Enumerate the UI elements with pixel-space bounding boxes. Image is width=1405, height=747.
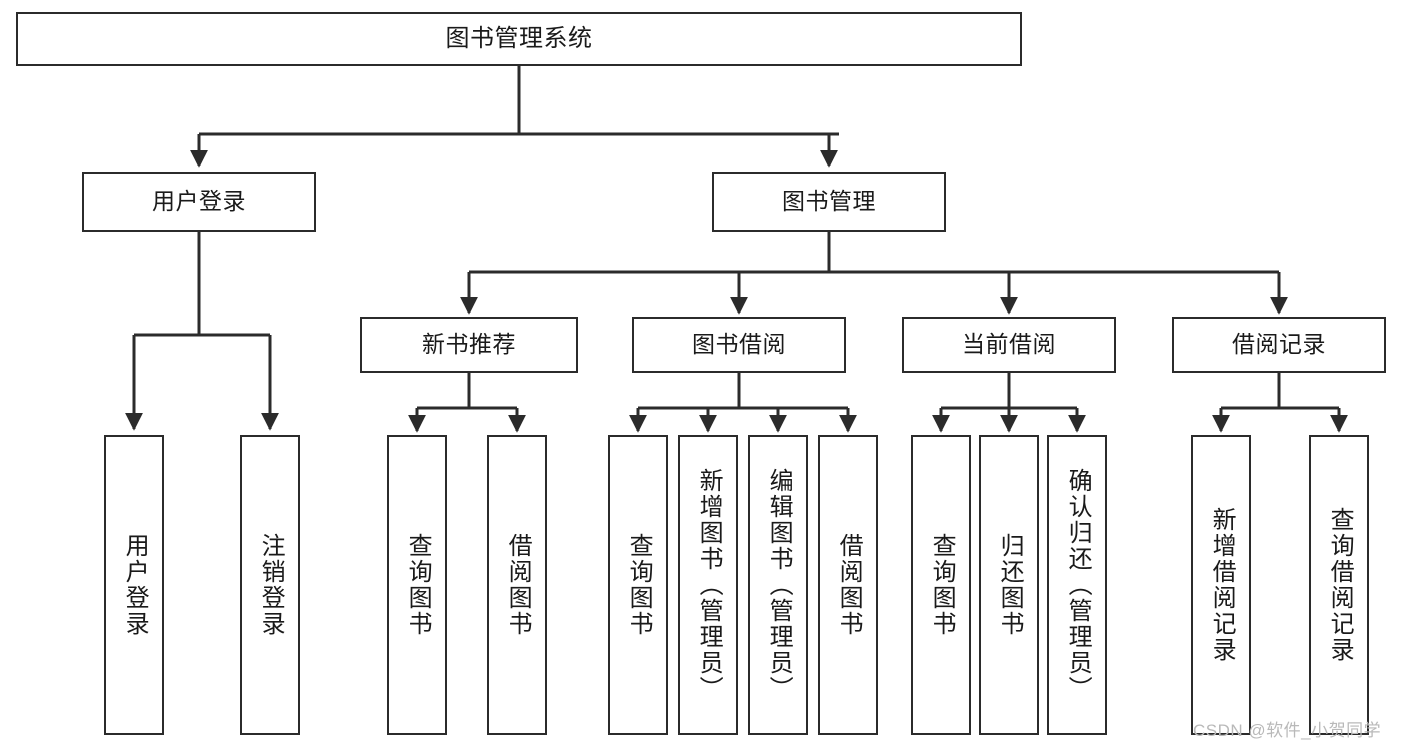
leaf-user-login-sign-in[interactable]: 用户登录 xyxy=(104,435,164,735)
leaf-borrow-records-add-record[interactable]: 新增借阅记录 xyxy=(1191,435,1251,735)
node-label: 查询图书 xyxy=(928,533,956,637)
node-label: 图书借阅 xyxy=(692,331,786,358)
node-user-login[interactable]: 用户登录 xyxy=(82,172,316,232)
node-label: 借阅图书 xyxy=(835,533,863,637)
leaf-current-borrow-return-book[interactable]: 归还图书 xyxy=(979,435,1039,735)
node-label: 借阅图书 xyxy=(504,533,532,637)
leaf-book-borrow-query-book[interactable]: 查询图书 xyxy=(608,435,668,735)
node-label: 编辑图书（管理员） xyxy=(765,468,793,702)
node-label: 新书推荐 xyxy=(422,331,516,358)
leaf-current-borrow-confirm-return-admin[interactable]: 确认归还（管理员） xyxy=(1047,435,1107,735)
leaf-borrow-records-query-record[interactable]: 查询借阅记录 xyxy=(1309,435,1369,735)
node-label: 查询图书 xyxy=(404,533,432,637)
node-label: 图书管理 xyxy=(782,188,876,215)
node-book-management[interactable]: 图书管理 xyxy=(712,172,946,232)
node-label: 查询图书 xyxy=(625,533,653,637)
node-label: 新增借阅记录 xyxy=(1208,507,1236,663)
node-borrowing-records[interactable]: 借阅记录 xyxy=(1172,317,1386,373)
node-label: 确认归还（管理员） xyxy=(1064,468,1092,702)
node-label: 图书管理系统 xyxy=(445,24,593,52)
node-root-book-management-system[interactable]: 图书管理系统 xyxy=(16,12,1022,66)
node-book-borrowing[interactable]: 图书借阅 xyxy=(632,317,846,373)
csdn-watermark: CSDN @软件_小贺同学 xyxy=(1193,721,1382,740)
node-label: 查询借阅记录 xyxy=(1326,507,1354,663)
node-label: 当前借阅 xyxy=(962,331,1056,358)
node-new-book-recommendation[interactable]: 新书推荐 xyxy=(360,317,578,373)
node-label: 用户登录 xyxy=(121,533,149,637)
leaf-book-borrow-edit-book-admin[interactable]: 编辑图书（管理员） xyxy=(748,435,808,735)
leaf-book-borrow-add-book-admin[interactable]: 新增图书（管理员） xyxy=(678,435,738,735)
leaf-current-borrow-query-book[interactable]: 查询图书 xyxy=(911,435,971,735)
node-label: 用户登录 xyxy=(152,188,246,215)
node-label: 借阅记录 xyxy=(1232,331,1326,358)
node-label: 归还图书 xyxy=(996,533,1024,637)
leaf-book-borrow-borrow-book[interactable]: 借阅图书 xyxy=(818,435,878,735)
node-current-borrowing[interactable]: 当前借阅 xyxy=(902,317,1116,373)
node-label: 注销登录 xyxy=(257,533,285,637)
leaf-new-book-borrow-book[interactable]: 借阅图书 xyxy=(487,435,547,735)
leaf-user-login-sign-out[interactable]: 注销登录 xyxy=(240,435,300,735)
leaf-new-book-query-book[interactable]: 查询图书 xyxy=(387,435,447,735)
node-label: 新增图书（管理员） xyxy=(695,468,723,702)
